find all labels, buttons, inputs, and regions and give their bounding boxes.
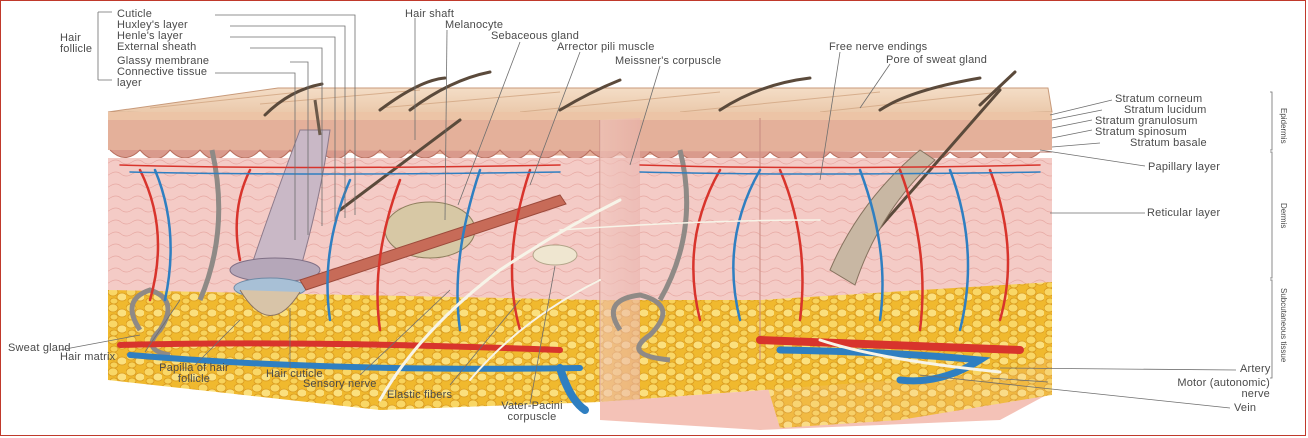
label-meissners-corpuscle: Meissner's corpuscle	[615, 56, 721, 67]
label-connective-tissue-layer: Connective tissue layer	[117, 67, 227, 89]
label-papillary-layer: Papillary layer	[1148, 162, 1220, 173]
label-external-sheath: External sheath	[117, 42, 196, 53]
region-label-dermis: Dermis	[1279, 203, 1288, 228]
block-fat-lower	[760, 350, 1052, 428]
label-pore-of-sweat-gland: Pore of sweat gland	[886, 55, 987, 66]
label-artery: Artery	[1240, 364, 1271, 375]
label-hair-follicle: Hair follicle	[60, 33, 98, 55]
side-face	[600, 118, 640, 402]
region-label-subcutaneous-tissue: Subcutaneous tissue	[1279, 288, 1288, 362]
label-arrector-pili-muscle: Arrector pili muscle	[557, 42, 655, 53]
label-sensory-nerve: Sensory nerve	[303, 379, 377, 390]
label-stratum-basale: Stratum basale	[1130, 138, 1207, 149]
stratum-corneum-band	[108, 112, 1052, 120]
label-hair-matrix: Hair matrix	[60, 352, 115, 363]
label-papilla-of-hair-follicle: Papilla of hair follicle	[146, 363, 242, 385]
label-vein: Vein	[1234, 403, 1256, 414]
region-label-epidermis: Epidermis	[1279, 108, 1288, 144]
label-elastic-fibers: Elastic fibers	[387, 390, 452, 401]
label-motor-nerve: Motor (autonomic) nerve	[1150, 378, 1270, 400]
label-reticular-layer: Reticular layer	[1147, 208, 1220, 219]
vater-pacini-corpuscle-shape	[533, 245, 577, 265]
label-free-nerve-endings: Free nerve endings	[829, 42, 927, 53]
label-vater-pacini-corpuscle: Vater-Pacini corpuscle	[486, 401, 578, 423]
